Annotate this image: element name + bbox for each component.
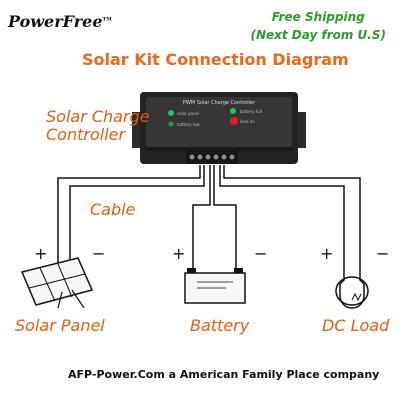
cable-panel-negative — [69, 165, 205, 272]
cable-load-negative — [223, 165, 361, 272]
battery-icon — [184, 268, 246, 304]
controller-face-title: PWM Solar Charge Controller — [183, 100, 256, 106]
cable-panel-positive — [57, 165, 201, 272]
cable-battery-negative — [213, 165, 237, 270]
cable-battery-positive — [192, 165, 211, 270]
battery-plus-sign: + — [172, 244, 186, 263]
battery-minus-sign: − — [254, 244, 268, 263]
brand-trademark: TM — [102, 16, 112, 23]
controller-label-line-2: Controller — [46, 125, 126, 144]
cable-load-positive — [219, 165, 345, 272]
dc-load-label: DC Load — [322, 316, 390, 335]
controller-led-green-2 — [230, 108, 236, 114]
panel-minus-sign: − — [92, 244, 106, 263]
controller-face-text-4: battery low — [177, 122, 200, 127]
battery-label: Battery — [190, 316, 250, 335]
controller-led-red — [230, 117, 238, 125]
brand-logo: PowerFreeTM — [8, 12, 112, 31]
dc-load-bulb-icon — [335, 272, 369, 309]
diagram-title: Solar Kit Connection Diagram — [82, 50, 349, 69]
controller-face-text-2: battery full — [240, 109, 262, 114]
controller-face-text-1: solar panel — [177, 111, 199, 116]
footer-text: AFP-Power.Com a American Family Place co… — [68, 368, 380, 381]
load-plus-sign: + — [320, 244, 334, 263]
solar-panel-label: Solar Panel — [15, 316, 105, 335]
controller-label-line-1: Solar Charge — [46, 107, 150, 126]
load-minus-sign: − — [376, 244, 390, 263]
charge-controller: PWM Solar Charge Controller solar panel … — [132, 92, 306, 164]
controller-terminal-block — [186, 150, 238, 164]
shipping-line-1: Free Shipping — [271, 10, 365, 24]
cable-wires — [57, 165, 361, 272]
shipping-line-2: (Next Day from U.S) — [250, 28, 386, 42]
panel-plus-sign: + — [34, 244, 48, 263]
cable-label: Cable — [90, 200, 136, 219]
solar-panel-icon — [20, 257, 94, 309]
controller-led-green-1 — [168, 110, 174, 116]
controller-face-text-3: load on — [240, 119, 255, 124]
shipping-banner: Free Shipping (Next Day from U.S) — [250, 8, 386, 44]
controller-led-green-3 — [168, 121, 174, 127]
brand-name: PowerFree — [8, 12, 103, 31]
